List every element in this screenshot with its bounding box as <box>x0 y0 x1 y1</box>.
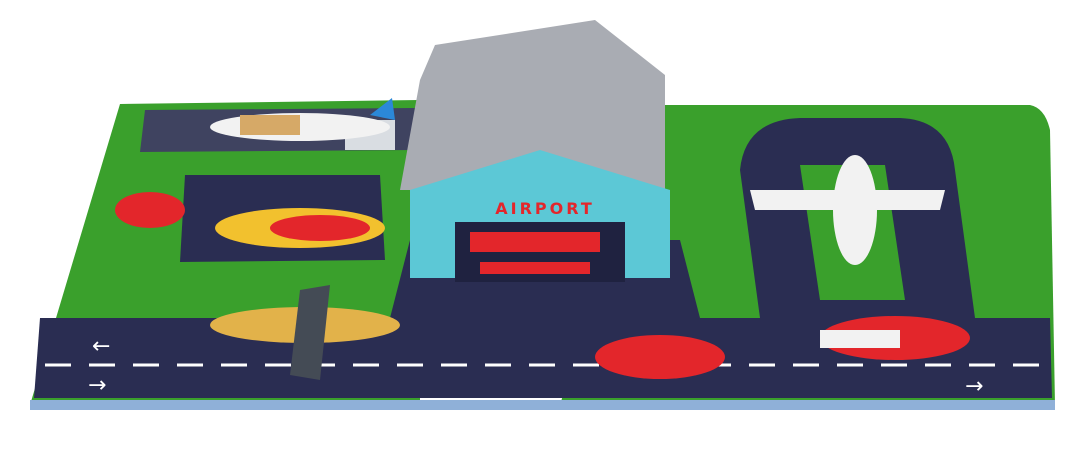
airport-sign: AIRPORT <box>495 199 595 218</box>
arrow-left-icon: ← <box>92 334 110 359</box>
small-red-plane-toy <box>595 335 725 379</box>
arrow-right-icon: → <box>88 373 106 398</box>
jet-on-runway-toy <box>750 155 945 265</box>
rescue-helicopter-toy <box>820 316 970 360</box>
helicopter-toy <box>115 192 185 228</box>
top-jet-toy <box>210 98 395 141</box>
tiltrotor-toy <box>210 285 400 380</box>
hangar-roof <box>400 20 665 205</box>
seaplane-toy <box>215 208 385 248</box>
biplane-toy <box>470 232 600 274</box>
arrow-right-icon: → <box>965 374 983 399</box>
board-edge <box>30 400 1055 410</box>
